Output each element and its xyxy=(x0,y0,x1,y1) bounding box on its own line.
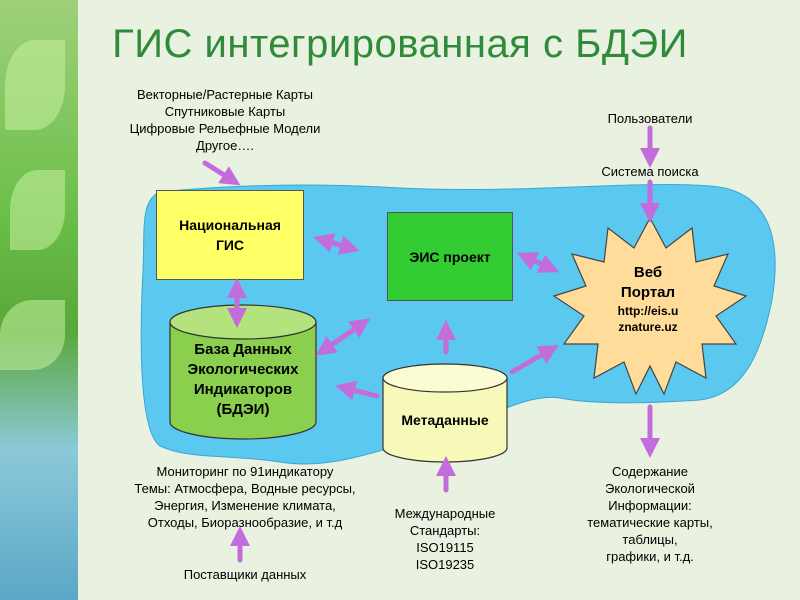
standards-line: Стандарты: xyxy=(409,523,481,538)
content-line: таблицы, xyxy=(622,532,678,547)
source-line: Спутниковые Карты xyxy=(164,104,286,119)
content-line: Информации: xyxy=(608,498,692,513)
content-line: Экологической xyxy=(605,481,695,496)
monitoring-line: Темы: Атмосфера, Водные ресурсы, xyxy=(134,481,356,496)
standards-text: Международные Стандарты: ISO19115 ISO192… xyxy=(385,505,505,573)
database-line: Экологических xyxy=(187,361,299,378)
arrow xyxy=(509,344,559,375)
eis-project-label: ЭИС проект xyxy=(409,248,491,265)
portal-line: Портал xyxy=(620,284,676,301)
national-gis-line: Национальная xyxy=(179,217,281,233)
arrow xyxy=(315,318,371,356)
standards-line: ISO19235 xyxy=(415,557,475,572)
web-portal-label: Веб Портал http://eis.u znature.uz xyxy=(598,263,698,335)
metadata-cylinder xyxy=(382,363,508,463)
search-system-label: Система поиска xyxy=(601,164,699,179)
web-portal-star xyxy=(552,216,748,396)
source-line: Векторные/Растерные Карты xyxy=(136,87,313,102)
portal-url: znature.uz xyxy=(618,320,678,334)
eis-project-box: ЭИС проект xyxy=(387,212,513,301)
database-cylinder xyxy=(169,304,317,440)
portal-url: http://eis.u xyxy=(617,304,679,318)
users-label: Пользователи xyxy=(607,111,693,126)
arrow xyxy=(202,160,241,186)
monitoring-text: Мониторинг по 91индикатору Темы: Атмосфе… xyxy=(95,463,395,531)
standards-line: Международные xyxy=(394,506,496,521)
database-label: База Данных Экологических Индикаторов (Б… xyxy=(170,340,316,420)
leaf-shape xyxy=(0,300,65,370)
content-text: Содержание Экологической Информации: тем… xyxy=(550,463,750,565)
monitoring-line: Энергия, Изменение климата, xyxy=(154,498,336,513)
monitoring-line: Мониторинг по 91индикатору xyxy=(156,464,334,479)
decorative-leaf-background xyxy=(0,0,78,600)
database-line: База Данных xyxy=(194,341,292,358)
leaf-shape xyxy=(10,170,65,250)
leaf-shape xyxy=(5,40,65,130)
content-line: тематические карты, xyxy=(587,515,713,530)
database-line: Индикаторов xyxy=(193,381,293,398)
page-title: ГИС интегрированная с БДЭИ xyxy=(112,22,688,66)
source-line: Цифровые Рельефные Модели xyxy=(129,121,321,136)
portal-line: Веб xyxy=(633,264,663,281)
monitoring-line: Отходы, Биоразнообразие, и т.д xyxy=(147,515,343,530)
source-line: Другое…. xyxy=(196,138,254,153)
national-gis-box: Национальная ГИС xyxy=(156,190,304,280)
arrow xyxy=(313,233,360,255)
arrow xyxy=(335,380,380,401)
metadata-label: Метаданные xyxy=(401,412,489,428)
national-gis-line: ГИС xyxy=(215,237,245,253)
arrow xyxy=(516,252,560,273)
data-sources-text: Векторные/Растерные Карты Спутниковые Ка… xyxy=(70,86,380,154)
database-line: (БДЭИ) xyxy=(216,401,270,418)
content-line: Содержание xyxy=(612,464,688,479)
standards-line: ISO19115 xyxy=(416,540,474,555)
data-providers-label: Поставщики данных xyxy=(183,567,307,582)
content-line: графики, и т.д. xyxy=(606,549,694,564)
